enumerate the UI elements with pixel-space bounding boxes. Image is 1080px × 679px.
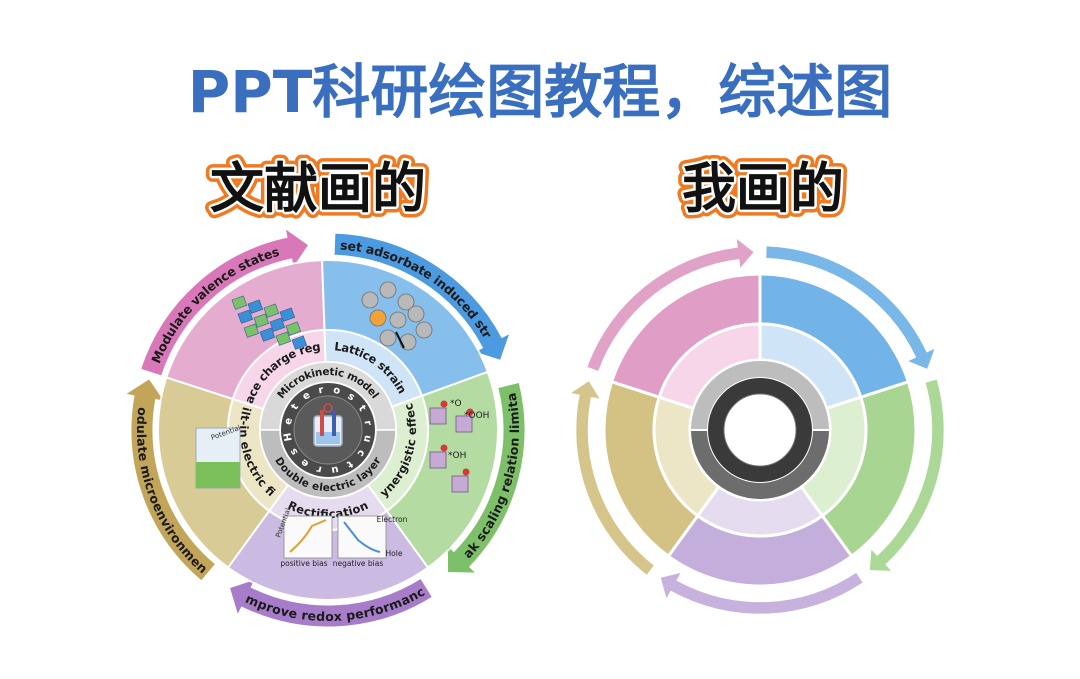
- positive-bias-curve: [289, 519, 327, 553]
- oxygen-atom: [440, 444, 448, 452]
- sphere: [361, 291, 379, 309]
- outer-arrow-1: [140, 227, 310, 377]
- bias-label-3: Electron: [377, 515, 408, 524]
- electrode-left: [320, 410, 324, 436]
- core-letter-3: t: [289, 402, 301, 412]
- left-panel-label: 文献画的: [210, 157, 426, 220]
- outer-arrow-5: [123, 378, 217, 582]
- lattice-block: [259, 327, 276, 342]
- core-letter-7: s: [345, 391, 356, 403]
- right-panel-label-outline: 我画的: [682, 157, 844, 220]
- core-letter-10: u: [361, 434, 373, 443]
- core-bottom-ring: [259, 429, 397, 499]
- adsorbate-label-1: *O: [450, 399, 462, 409]
- oxygen-atom: [466, 408, 474, 416]
- right-panel-label-group: 我画的 我画的 我画的: [676, 151, 850, 226]
- core-letter-6: o: [332, 385, 341, 397]
- core-letter-1: H: [282, 432, 294, 442]
- lattice-block: [253, 313, 270, 328]
- lattice-block: [237, 309, 254, 324]
- negative-bias-curve: [343, 521, 381, 553]
- my-outer-arrow-5: [569, 380, 655, 576]
- lattice-block: [231, 295, 248, 310]
- lattice-block: [291, 335, 308, 350]
- valence-lattice-illustration: [231, 295, 308, 350]
- left-panel-label-halo: 文献画的: [210, 157, 426, 220]
- bias-label-2: negative bias: [333, 559, 384, 568]
- lattice-block: [285, 321, 302, 336]
- lattice-block: [247, 299, 264, 314]
- adsorbate-panel: [429, 451, 447, 469]
- adsorbate-label-2: *OOH: [464, 411, 489, 421]
- strain-spheres-illustration: [361, 281, 433, 351]
- adsorbate-panel: [455, 415, 473, 433]
- left-panel-label-outline: 文献画的: [210, 157, 426, 220]
- right-panel-label-halo: 我画的: [682, 157, 844, 220]
- sphere: [399, 333, 417, 351]
- core-letter-9: r: [362, 420, 374, 427]
- my-outer-arrow-4: [660, 572, 864, 615]
- adsorbate-illustration: *O*OOH *OH: [429, 399, 489, 493]
- sphere: [379, 281, 397, 299]
- my-core-hole: [723, 393, 797, 467]
- outer-arrow-4: [228, 577, 434, 628]
- sphere: [407, 305, 425, 323]
- potential-fill: [196, 462, 240, 488]
- sphere: [397, 293, 415, 311]
- core-top-ring: [259, 361, 397, 431]
- core-letter-2: e: [283, 417, 295, 426]
- lattice-block: [279, 307, 296, 322]
- my-outer-arrow-1: [586, 237, 755, 372]
- right-panel-label: 我画的: [682, 157, 844, 220]
- strain-marker: [395, 331, 405, 349]
- oxygen-atom: [440, 400, 448, 408]
- my-outer-arrow-2: [765, 245, 936, 370]
- my-diagram: [569, 237, 945, 615]
- microenvironment-illustration: Potential: [195, 424, 242, 489]
- core-letter-4: e: [301, 390, 313, 403]
- adsorbate-panel: [451, 475, 469, 493]
- outer-arrow-3: [446, 381, 526, 574]
- bias-label-4: Hole: [386, 549, 403, 558]
- lattice-block: [243, 323, 260, 338]
- left-panel-label-group: 文献画的 文献画的 文献画的: [204, 151, 432, 226]
- core-letter-12: t: [344, 458, 354, 470]
- electrode-right: [332, 410, 336, 436]
- bias-label-1: positive bias: [280, 559, 327, 568]
- adsorbate-label-3: *OH: [448, 451, 466, 461]
- core-letter-8: t: [356, 404, 368, 414]
- sphere: [415, 321, 433, 339]
- oxygen-atom: [462, 468, 470, 476]
- lattice-block: [275, 331, 292, 346]
- my-outer-arrow-3: [869, 378, 945, 572]
- lattice-block: [263, 303, 280, 318]
- outer-arrow-2: [333, 232, 511, 361]
- sphere: [389, 311, 407, 329]
- core-letter-5: r: [318, 385, 325, 397]
- adsorbate-panel: [429, 407, 447, 425]
- core-letter-11: c: [355, 447, 367, 458]
- page-title: PPT科研绘图教程，综述图: [188, 58, 893, 126]
- lattice-block: [269, 317, 286, 332]
- sphere: [369, 309, 387, 327]
- sphere: [379, 329, 397, 347]
- core-letter-16: s: [288, 446, 301, 457]
- core-letter-14: r: [316, 463, 323, 475]
- core-letter-13: u: [330, 463, 339, 475]
- beaker-liquid: [316, 432, 340, 444]
- battery-icon: [323, 403, 333, 413]
